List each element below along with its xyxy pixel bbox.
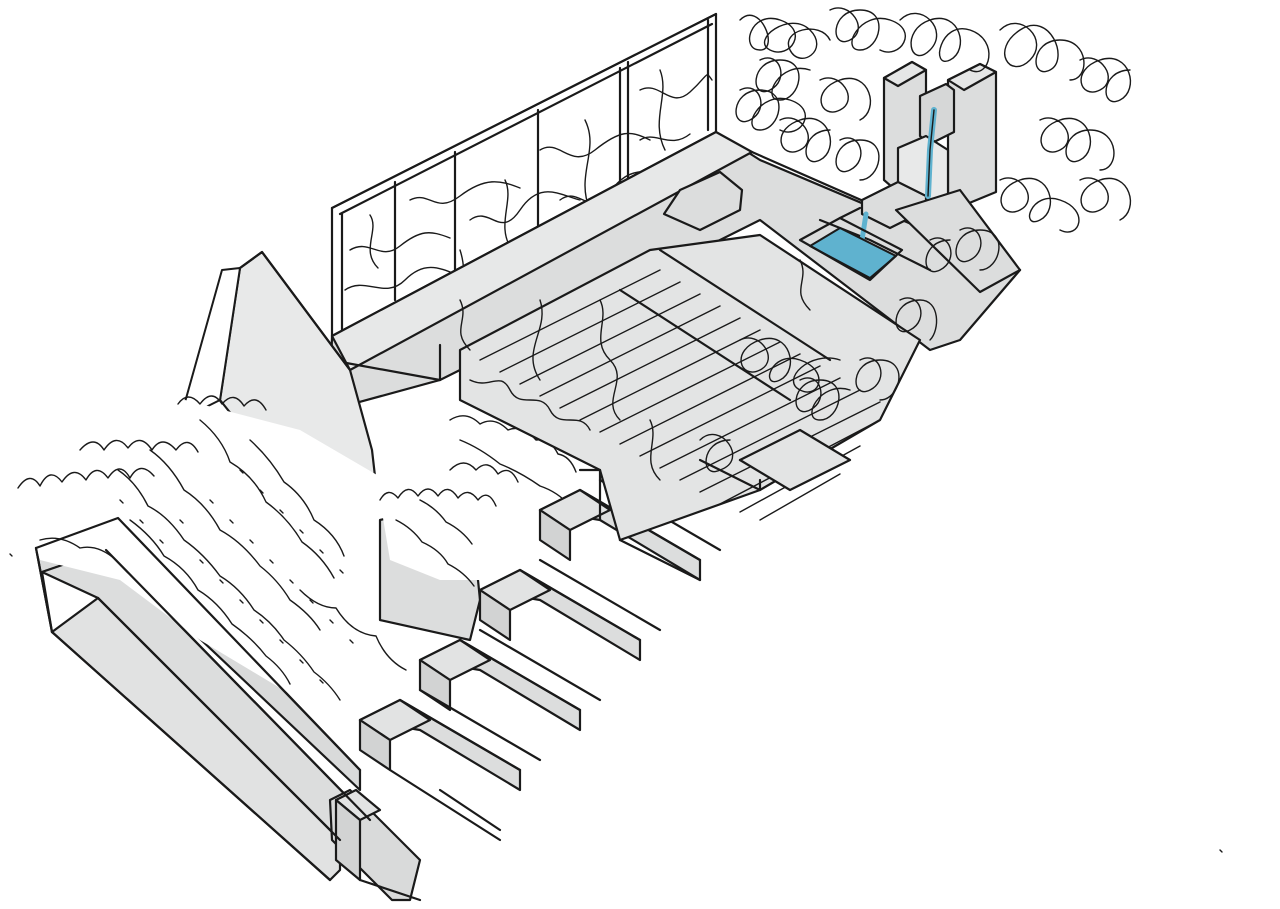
step-2 [478,568,552,642]
step-4 [358,698,432,772]
outline [34,250,702,882]
tree-canopy [735,7,1131,271]
rill-pool [798,206,904,282]
hedge-planting [17,395,480,740]
hedge-texture [119,469,354,684]
step-3 [418,638,492,712]
middle-hedge [378,415,577,642]
water-stream [859,107,937,243]
stray-marks [9,553,1223,853]
step-1 [538,488,612,562]
trailing-vines [459,237,952,481]
timber-deck [458,233,922,542]
